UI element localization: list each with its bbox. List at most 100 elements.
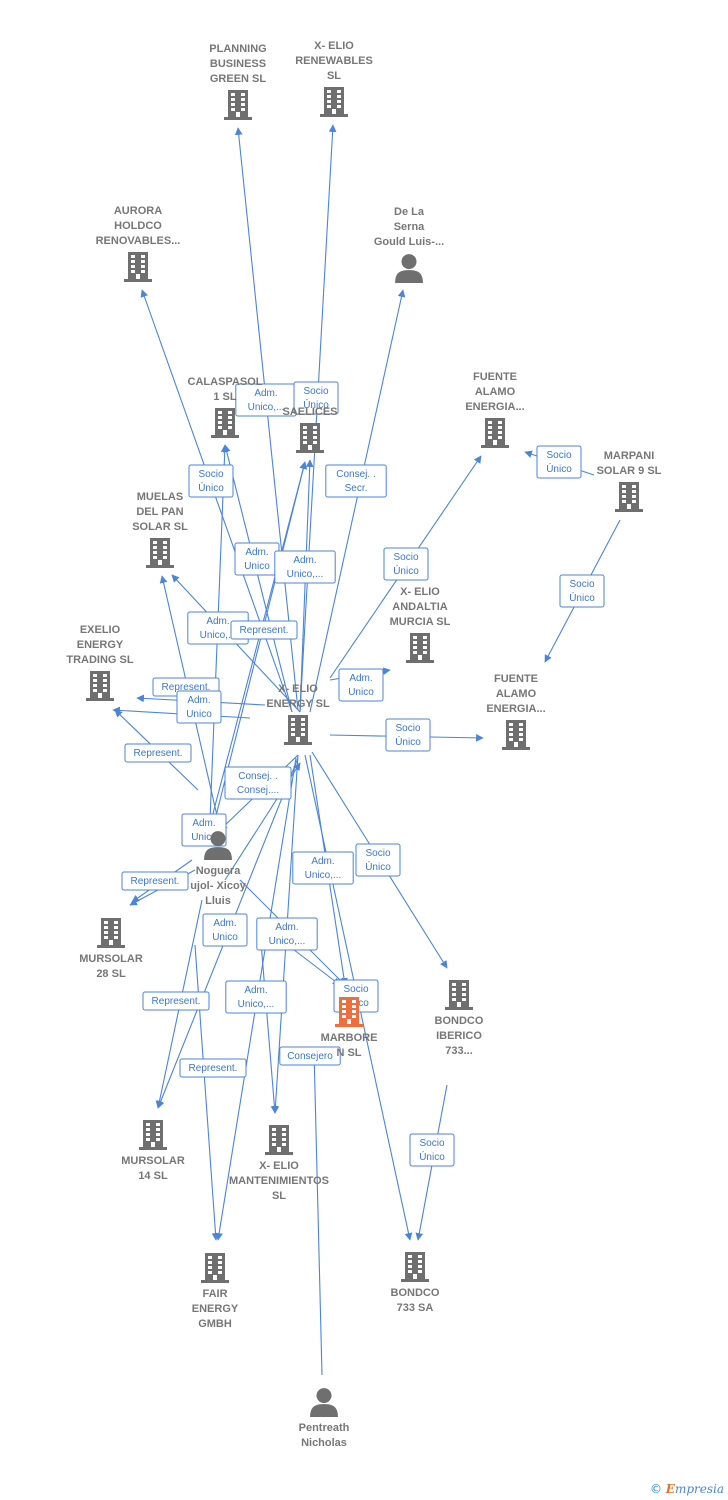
edge-label-box <box>202 913 248 947</box>
node-label: ANDALTIA <box>392 601 447 613</box>
edge-label-text: Único <box>569 591 595 604</box>
edge-label-represent[interactable]: Represent. <box>124 743 192 763</box>
edge-label-text: Secr. <box>345 483 368 494</box>
building-icon <box>445 980 473 1010</box>
edge-label-text: Adm. <box>192 818 215 829</box>
edge-label-consejero[interactable]: Consejero <box>279 1046 341 1066</box>
edge-line <box>310 1049 323 1376</box>
edge-line <box>234 127 299 711</box>
building-icon <box>401 1252 429 1282</box>
edge-label-box <box>124 743 192 763</box>
node-label: 14 SL <box>138 1170 168 1182</box>
edge-label-adm-unico[interactable]: Adm.Unico <box>202 913 248 947</box>
edge-label-text: Adm. <box>245 547 268 558</box>
building-icon <box>97 918 125 948</box>
node-label: CALASPASOL <box>188 376 263 388</box>
edge-line <box>299 459 314 713</box>
node-label: ENERGY <box>192 1303 239 1315</box>
edge-label-consej-consej[interactable]: Consej. .Consej.... <box>224 766 292 800</box>
node-label: Pentreath <box>299 1422 350 1434</box>
edge-label-adm-unico-trunc[interactable]: Adm.Unico,... <box>235 383 297 417</box>
edge-label-represent[interactable]: Represent. <box>230 620 298 640</box>
edge-label-box <box>176 690 222 724</box>
edge-label-text: Unico,... <box>269 936 306 947</box>
edge-label-text: Socio <box>365 848 390 859</box>
edge-label-consej-secr[interactable]: Consej. .Secr. <box>325 464 387 498</box>
node-label: BUSINESS <box>210 58 266 70</box>
building-icon <box>201 1253 229 1283</box>
node-label: FUENTE <box>494 673 538 685</box>
edge-label-adm-unico-trunc[interactable]: Adm.Unico,... <box>225 980 287 1014</box>
node-label: Nicholas <box>301 1437 347 1449</box>
edge-line <box>209 461 307 826</box>
edge-label-text: Único <box>365 860 391 873</box>
edge-label-text: Represent. <box>152 996 201 1007</box>
edge-label-text: Adm. <box>254 388 277 399</box>
edge-label-box <box>142 991 210 1011</box>
edge-label-text: Unico,... <box>305 870 342 881</box>
node-saelices[interactable]: SAELICES <box>282 406 338 453</box>
node-label: ENERGY SL <box>266 698 330 710</box>
edge-label-represent[interactable]: Represent. <box>179 1058 247 1078</box>
edge-label-text: Único <box>198 481 224 494</box>
edge-label-text: Unico <box>212 932 238 943</box>
edge-label-represent[interactable]: Represent. <box>121 871 189 891</box>
node-label: MURSOLAR <box>121 1155 185 1167</box>
edge-label-adm-unico[interactable]: Adm.Unico <box>176 690 222 724</box>
edge-label-text: Represent. <box>162 682 211 693</box>
edge-label-adm-unico[interactable]: Adm.Unico <box>234 542 280 576</box>
node-fuente1[interactable]: FUENTEALAMOENERGIA... <box>465 371 525 448</box>
edge-label-adm-unico[interactable]: Adm.Unico <box>338 668 384 702</box>
node-aurora[interactable]: AURORAHOLDCORENOVABLES... <box>96 205 181 282</box>
node-label: ENERGIA... <box>465 401 524 413</box>
node-mursolar14[interactable]: MURSOLAR 14 SL <box>121 1120 185 1182</box>
node-label: SOLAR SL <box>132 521 188 533</box>
edge-line <box>222 444 293 713</box>
node-fuente2[interactable]: FUENTEALAMOENERGIA... <box>486 673 546 750</box>
edge-label-text: Unico <box>191 832 217 843</box>
building-icon <box>139 1120 167 1150</box>
building-icon <box>124 252 152 282</box>
edge-label-adm-unico-trunc[interactable]: Adm.Unico,... <box>274 550 336 584</box>
node-label: Lluis <box>205 895 231 907</box>
edge-label-adm-unico-trunc[interactable]: Adm.Unico,... <box>292 851 354 885</box>
edge-label-text: Unico,... <box>200 630 237 641</box>
edge-label-text: Adm. <box>244 985 267 996</box>
node-bondco-iberico[interactable]: BONDCOIBERICO733... <box>435 980 484 1057</box>
node-label: 733 SA <box>397 1302 434 1314</box>
edge-line <box>259 929 279 1114</box>
edge-label-represent[interactable]: Represent. <box>142 991 210 1011</box>
node-label: MURSOLAR <box>79 953 143 965</box>
edge-line <box>299 124 337 713</box>
edge-label-box <box>292 851 354 885</box>
edge-label-adm-unico-trunc[interactable]: Adm.Unico,... <box>256 917 318 951</box>
person-icon <box>310 1388 338 1417</box>
node-label: GREEN SL <box>210 73 267 85</box>
node-label: MURCIA SL <box>390 616 451 628</box>
node-label: SL <box>272 1190 286 1202</box>
